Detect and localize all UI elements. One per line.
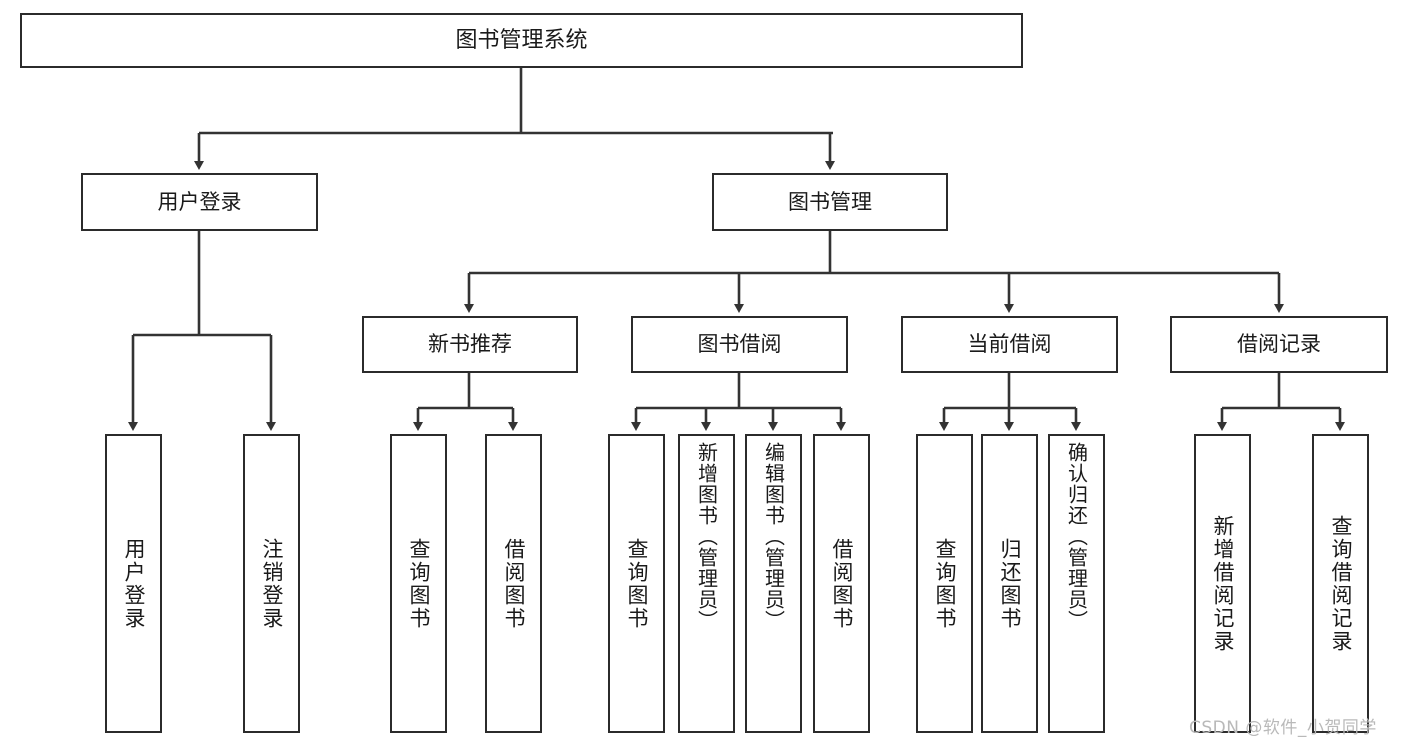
node-borrow-record[interactable]: 借阅记录 xyxy=(1170,316,1388,373)
node-user-login-label: 用户登录 xyxy=(157,189,242,214)
node-current-borrow-label: 当前借阅 xyxy=(967,332,1052,357)
node-leaf-return-book[interactable]: 归还图书 xyxy=(981,434,1038,733)
node-leaf-add-record[interactable]: 新增借阅记录 xyxy=(1194,434,1251,733)
node-leaf-query-book-3-label: 查询图书 xyxy=(933,537,957,630)
node-leaf-query-book-1[interactable]: 查询图书 xyxy=(390,434,447,733)
node-leaf-add-record-label: 新增借阅记录 xyxy=(1211,514,1235,653)
node-leaf-add-book-label: 新增图书（管理员） xyxy=(694,442,719,631)
node-leaf-confirm-return-label: 确认归还（管理员） xyxy=(1064,442,1089,631)
node-leaf-query-record-label: 查询借阅记录 xyxy=(1329,514,1353,653)
node-root[interactable]: 图书管理系统 xyxy=(20,13,1023,68)
node-leaf-add-book[interactable]: 新增图书（管理员） xyxy=(678,434,735,733)
node-book-manage[interactable]: 图书管理 xyxy=(712,173,948,231)
node-leaf-return-book-label: 归还图书 xyxy=(998,537,1022,630)
node-leaf-query-book-2-label: 查询图书 xyxy=(625,537,649,630)
node-leaf-edit-book[interactable]: 编辑图书（管理员） xyxy=(745,434,802,733)
node-book-borrow[interactable]: 图书借阅 xyxy=(631,316,848,373)
node-new-book-rec[interactable]: 新书推荐 xyxy=(362,316,578,373)
node-leaf-borrow-book-2-label: 借阅图书 xyxy=(830,537,854,630)
node-book-borrow-label: 图书借阅 xyxy=(697,332,782,357)
node-leaf-user-logout[interactable]: 注销登录 xyxy=(243,434,300,733)
node-leaf-user-login[interactable]: 用户登录 xyxy=(105,434,162,733)
node-leaf-user-logout-label: 注销登录 xyxy=(260,537,284,630)
node-leaf-borrow-book-2[interactable]: 借阅图书 xyxy=(813,434,870,733)
node-leaf-user-login-label: 用户登录 xyxy=(122,537,146,630)
node-current-borrow[interactable]: 当前借阅 xyxy=(901,316,1118,373)
node-leaf-edit-book-label: 编辑图书（管理员） xyxy=(761,442,786,631)
node-leaf-query-record[interactable]: 查询借阅记录 xyxy=(1312,434,1369,733)
node-borrow-record-label: 借阅记录 xyxy=(1237,332,1321,357)
node-root-label: 图书管理系统 xyxy=(455,27,588,53)
node-book-manage-label: 图书管理 xyxy=(788,189,872,214)
node-user-login[interactable]: 用户登录 xyxy=(81,173,318,231)
node-new-book-rec-label: 新书推荐 xyxy=(428,332,512,357)
node-leaf-borrow-book-1-label: 借阅图书 xyxy=(502,537,526,630)
node-leaf-query-book-1-label: 查询图书 xyxy=(407,537,431,630)
node-leaf-query-book-3[interactable]: 查询图书 xyxy=(916,434,973,733)
node-leaf-query-book-2[interactable]: 查询图书 xyxy=(608,434,665,733)
node-leaf-borrow-book-1[interactable]: 借阅图书 xyxy=(485,434,542,733)
node-leaf-confirm-return[interactable]: 确认归还（管理员） xyxy=(1048,434,1105,733)
